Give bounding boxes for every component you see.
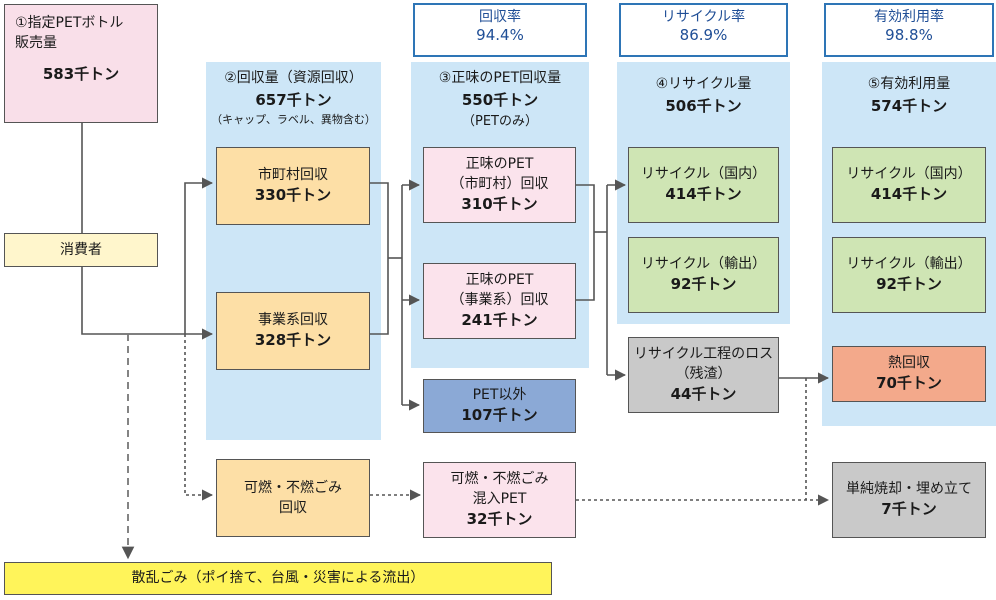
- burnable-collection-label: 可燃・不燃ごみ 回収: [244, 479, 342, 516]
- net-pet-title: ③正味のPET回収量: [438, 70, 562, 86]
- incineration-label: 単純焼却・埋め立て: [846, 480, 972, 497]
- consumer-label: 消費者: [60, 241, 102, 258]
- eff-export-label: リサイクル（輸出）: [846, 255, 972, 272]
- litter-box: 散乱ごみ（ポイ捨て、台風・災害による流出）: [4, 562, 552, 595]
- heat-recovery-value: 70千トン: [876, 374, 942, 393]
- collection-value: 657千トン: [255, 91, 332, 109]
- rec-loss-value: 44千トン: [670, 385, 737, 404]
- line-to-municipal: [184, 177, 214, 334]
- eff-export-value: 92千トン: [876, 275, 942, 294]
- non-pet-value: 107千トン: [461, 406, 538, 425]
- rec-domestic-box: リサイクル（国内） 414千トン: [628, 147, 779, 223]
- collection-rate-box: 回収率 94.4%: [413, 3, 587, 57]
- line-consumer-to-business: [81, 267, 214, 340]
- line-burnable-branch: [184, 334, 214, 501]
- municipal-box: 市町村回収 330千トン: [216, 147, 370, 225]
- sales-box: ①指定PETボトル 販売量 583千トン: [4, 4, 158, 123]
- heat-recovery-label: 熱回収: [888, 354, 930, 371]
- recycle-header: ④リサイクル量 506千トン: [617, 74, 790, 118]
- collection-panel: [206, 62, 381, 440]
- net-municipal-box: 正味のPET （市町村）回収 310千トン: [423, 147, 576, 223]
- recycle-rate-value: 86.9%: [679, 26, 728, 45]
- burnable-pet-box: 可燃・不燃ごみ 混入PET 32千トン: [423, 462, 576, 538]
- line-municipal-out: [370, 182, 389, 335]
- rec-loss-label: リサイクル工程のロス （残渣）: [633, 345, 774, 383]
- burnable-pet-value: 32千トン: [466, 510, 533, 529]
- recycle-rate-label: リサイクル率: [661, 9, 746, 25]
- rec-export-label: リサイクル（輸出）: [640, 255, 767, 272]
- effective-value: 574千トン: [870, 97, 948, 115]
- municipal-label: 市町村回収: [258, 166, 328, 183]
- eff-domestic-box: リサイクル（国内） 414千トン: [832, 147, 986, 223]
- recycle-title: ④リサイクル量: [655, 76, 752, 92]
- net-pet-header: ③正味のPET回収量 550千トン （PETのみ）: [411, 68, 589, 131]
- net-business-box: 正味のPET （事業系）回収 241千トン: [423, 263, 576, 339]
- burnable-collection-box: 可燃・不燃ごみ 回収: [216, 459, 370, 537]
- effective-title: ⑤有効利用量: [867, 76, 951, 92]
- effective-rate-box: 有効利用率 98.8%: [824, 3, 994, 57]
- collection-rate-label: 回収率: [479, 9, 521, 25]
- incineration-box: 単純焼却・埋め立て 7千トン: [832, 462, 986, 538]
- sales-value: 583千トン: [42, 64, 120, 83]
- incineration-value: 7千トン: [881, 500, 937, 519]
- collection-header: ②回収量（資源回収） 657千トン （キャップ、ラベル、異物含む）: [206, 68, 381, 128]
- effective-rate-value: 98.8%: [885, 26, 933, 45]
- municipal-value: 330千トン: [254, 186, 332, 205]
- collection-rate-value: 94.4%: [476, 26, 524, 45]
- net-pet-note: （PETのみ）: [462, 113, 538, 129]
- recycle-rate-box: リサイクル率 86.9%: [619, 3, 788, 57]
- rec-export-box: リサイクル（輸出） 92千トン: [628, 237, 779, 313]
- net-municipal-value: 310千トン: [461, 195, 538, 214]
- litter-label: 散乱ごみ（ポイ捨て、台風・災害による流出）: [131, 570, 425, 587]
- business-box: 事業系回収 328千トン: [216, 292, 370, 370]
- rec-domestic-value: 414千トン: [665, 185, 742, 204]
- burnable-pet-label: 可燃・不燃ごみ 混入PET: [450, 470, 549, 508]
- collection-note: （キャップ、ラベル、異物含む）: [211, 112, 376, 126]
- net-pet-value: 550千トン: [461, 91, 539, 109]
- rec-export-value: 92千トン: [670, 275, 737, 294]
- effective-rate-label: 有効利用率: [874, 9, 944, 25]
- business-value: 328千トン: [254, 331, 332, 350]
- rec-domestic-label: リサイクル（国内）: [640, 165, 767, 182]
- recycle-value: 506千トン: [665, 97, 742, 115]
- eff-domestic-value: 414千トン: [870, 185, 948, 204]
- business-label: 事業系回収: [258, 311, 328, 328]
- non-pet-box: PET以外 107千トン: [423, 379, 576, 433]
- net-municipal-label: 正味のPET （市町村）回収: [450, 155, 549, 193]
- collection-title: ②回収量（資源回収）: [224, 70, 363, 86]
- eff-export-box: リサイクル（輸出） 92千トン: [832, 237, 986, 313]
- heat-recovery-box: 熱回収 70千トン: [832, 346, 986, 402]
- effective-header: ⑤有効利用量 574千トン: [822, 74, 996, 118]
- net-business-label: 正味のPET （事業系）回収: [450, 271, 549, 309]
- line-net-out: [576, 184, 595, 301]
- sales-title: ①指定PETボトル 販売量: [15, 15, 124, 52]
- net-business-value: 241千トン: [461, 311, 538, 330]
- rec-loss-box: リサイクル工程のロス （残渣） 44千トン: [628, 337, 779, 413]
- non-pet-label: PET以外: [472, 386, 527, 403]
- eff-domestic-label: リサイクル（国内）: [846, 165, 972, 182]
- consumer-box: 消費者: [4, 233, 158, 267]
